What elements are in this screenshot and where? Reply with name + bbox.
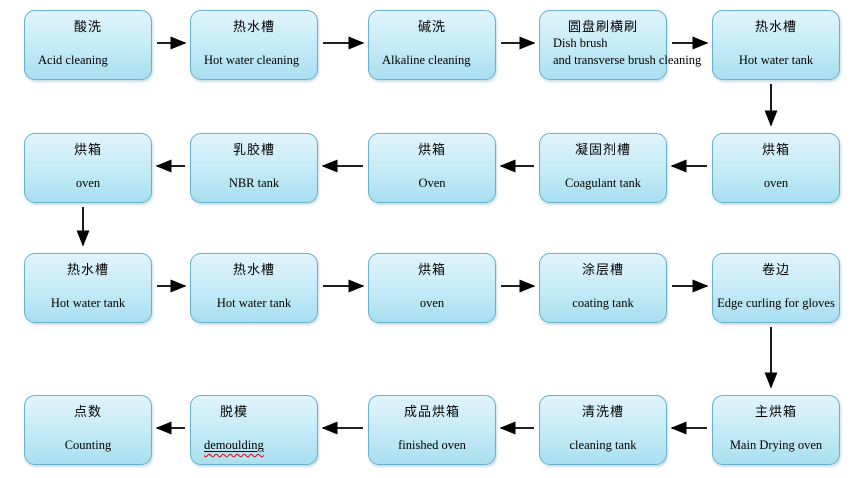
- box-label-en: Hot water cleaning: [204, 53, 300, 67]
- process-box-counting: 点数 Counting: [24, 395, 152, 465]
- process-box-oven-after-coagulant: 烘箱 Oven: [368, 133, 496, 203]
- process-box-nbr-tank: 乳胶槽 NBR tank: [190, 133, 318, 203]
- box-title-zh: 烘箱: [73, 142, 102, 157]
- box-label-en: coating tank: [572, 296, 634, 310]
- process-box-oven-after-nbr: 烘箱 oven: [24, 133, 152, 203]
- box-label-en: Dish brush: [553, 36, 608, 50]
- box-title-zh: 卷边: [761, 262, 790, 277]
- box-title-zh: 脱模: [220, 404, 249, 419]
- box-title-zh: 凝固剂槽: [574, 142, 631, 157]
- box-title-zh: 酸洗: [73, 19, 102, 34]
- process-box-oven-before-coating: 烘箱 oven: [368, 253, 496, 323]
- box-label-en: Hot water tank: [216, 296, 292, 310]
- process-box-main-drying-oven: 主烘箱 Main Drying oven: [712, 395, 840, 465]
- box-title-zh: 烘箱: [417, 142, 446, 157]
- box-title-zh: 烘箱: [761, 142, 790, 157]
- box-label-en: Counting: [64, 438, 112, 452]
- process-box-disc-brush-cleaning: 圆盘刷横刷 Dish brush and transverse brush clea…: [539, 10, 702, 80]
- box-title-zh: 碱洗: [417, 19, 446, 34]
- process-box-acid-cleaning: 酸洗 Acid cleaning: [24, 10, 152, 80]
- box-label-en: Alkaline cleaning: [382, 53, 471, 67]
- box-title-zh: 热水槽: [232, 262, 275, 277]
- box-label-en: NBR tank: [228, 176, 280, 190]
- box-label-en: Acid cleaning: [38, 53, 108, 67]
- box-label-en: Main Drying oven: [729, 438, 823, 452]
- box-label-en: cleaning tank: [569, 438, 637, 452]
- underlined-text: demoulding: [204, 438, 264, 452]
- box-label-en: Edge curling for gloves: [717, 296, 835, 310]
- process-box-cleaning-tank: 清洗槽 cleaning tank: [539, 395, 667, 465]
- process-box-hot-water-cleaning: 热水槽 Hot water cleaning: [190, 10, 318, 80]
- process-box-hot-water-tank-2: 热水槽 Hot water tank: [24, 253, 152, 323]
- process-box-hot-water-tank-3: 热水槽 Hot water tank: [190, 253, 318, 323]
- box-title-zh: 涂层槽: [581, 262, 624, 277]
- box-label-en: oven: [75, 176, 101, 190]
- spellcheck-squiggle-text: demoulding: [204, 438, 264, 452]
- process-box-edge-curling: 卷边 Edge curling for gloves: [712, 253, 840, 323]
- box-label-en: Coagulant tank: [564, 176, 642, 190]
- box-label-en: and transverse brush cleaning: [553, 53, 702, 67]
- box-title-zh: 烘箱: [417, 262, 446, 277]
- box-title-zh: 热水槽: [66, 262, 109, 277]
- box-title-zh: 主烘箱: [754, 404, 797, 419]
- box-label-en: demoulding: [194, 438, 314, 453]
- box-title-zh: 清洗槽: [581, 404, 624, 419]
- process-box-demoulding: 脱模 demoulding: [190, 395, 318, 465]
- box-title-zh: 热水槽: [232, 19, 275, 34]
- process-box-oven-after-hot-water: 烘箱 oven: [712, 133, 840, 203]
- process-box-finished-oven: 成品烘箱 finished oven: [368, 395, 496, 465]
- box-title-zh: 乳胶槽: [232, 142, 275, 157]
- box-label-en: Oven: [418, 176, 446, 190]
- box-label-en: Hot water tank: [738, 53, 814, 67]
- box-title-zh: 热水槽: [754, 19, 797, 34]
- box-label-en: finished oven: [398, 438, 466, 452]
- process-box-coating-tank: 涂层槽 coating tank: [539, 253, 667, 323]
- box-title-zh: 成品烘箱: [403, 404, 460, 419]
- process-box-hot-water-tank-top: 热水槽 Hot water tank: [712, 10, 840, 80]
- box-label-en: oven: [419, 296, 445, 310]
- box-title-zh: 圆盘刷横刷: [567, 19, 638, 34]
- process-box-alkaline-cleaning: 碱洗 Alkaline cleaning: [368, 10, 496, 80]
- box-label-en: Hot water tank: [50, 296, 126, 310]
- box-label-en: oven: [763, 176, 789, 190]
- process-box-coagulant-tank: 凝固剂槽 Coagulant tank: [539, 133, 667, 203]
- box-title-zh: 点数: [73, 404, 102, 419]
